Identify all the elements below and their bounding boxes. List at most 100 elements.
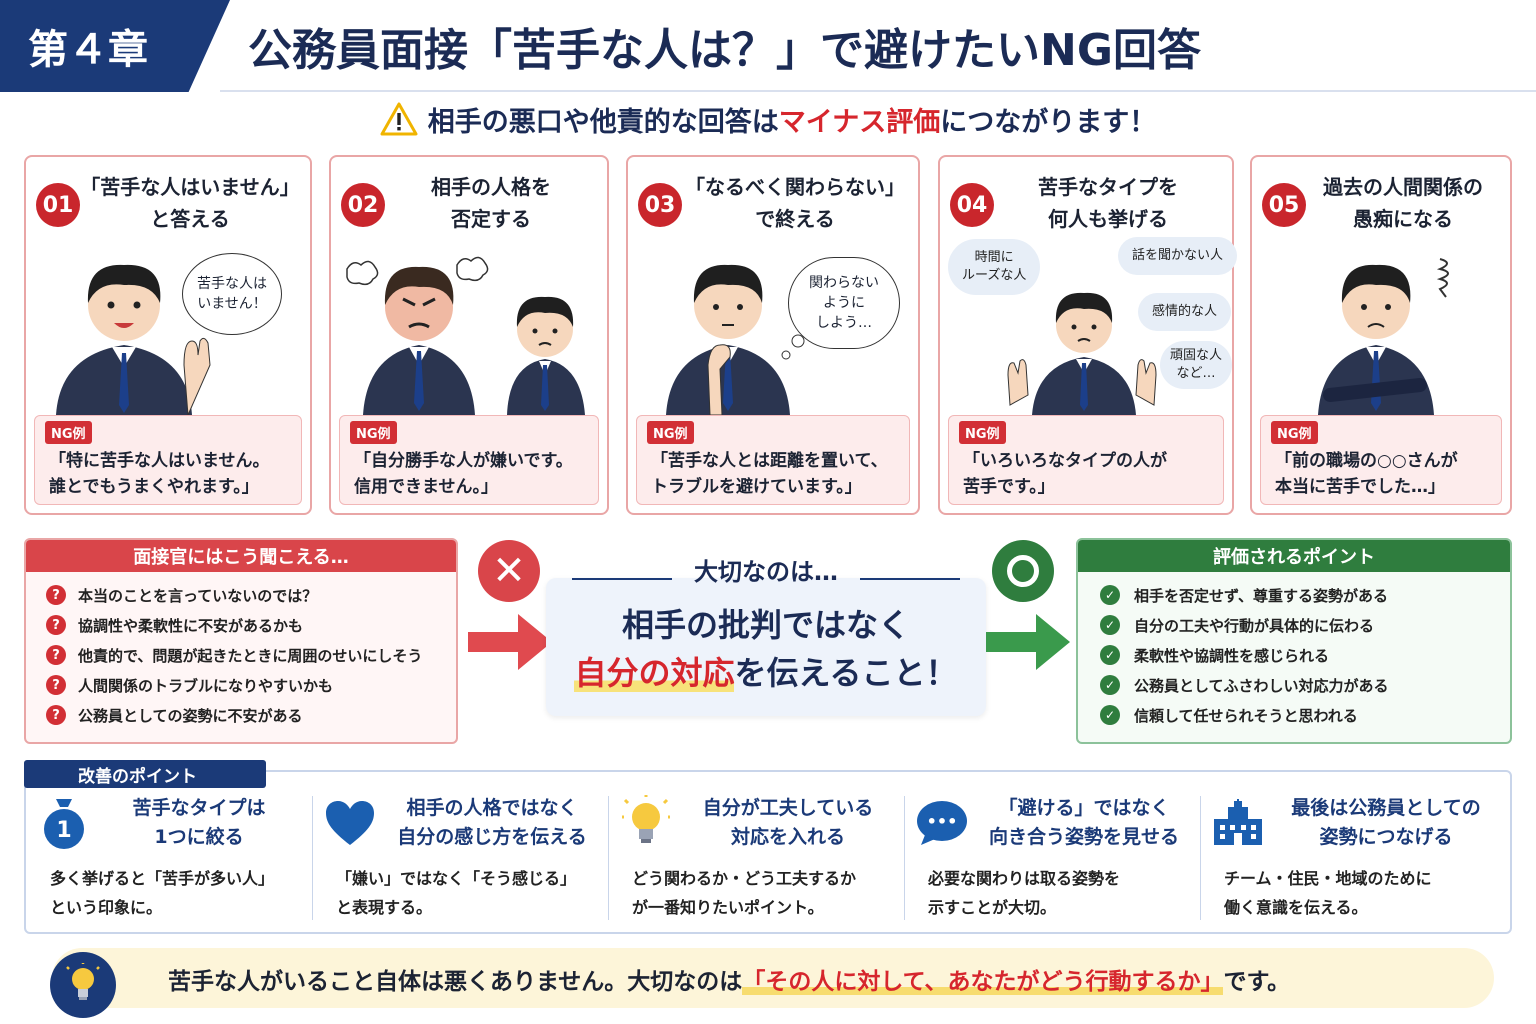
example-line: 「特に苦手な人はいません。 — [49, 451, 270, 471]
desc-line: 働く意識を伝える。 — [1224, 898, 1368, 917]
bubble-text: ように — [823, 295, 865, 311]
desc-line: どう関わるか・どう工夫するか — [632, 869, 857, 888]
example-line: 「自分勝手な人が嫌いです。 — [354, 451, 573, 471]
desc-line: 多く挙げると「苦手が多い人」 — [50, 869, 275, 888]
divider — [608, 796, 609, 920]
speech-bubble-icon: ••• — [912, 793, 972, 853]
listing-person-illustration: 時間にルーズな人 話を聞かない人 感情的な人 頑固な人など… — [948, 237, 1238, 415]
title-line: 自分が工夫している — [702, 797, 874, 819]
ng-example: NG例 「前の職場の○○さんが本当に苦手でした…」 — [1260, 415, 1502, 505]
improvement-desc: どう関わるか・どう工夫するかが一番知りたいポイント。 — [632, 864, 856, 922]
card-number: 04 — [950, 183, 994, 227]
complaining-person-illustration — [1260, 245, 1502, 415]
panel-title: 面接官にはこう聞こえる… — [26, 540, 456, 572]
ng-badge: NG例 — [959, 421, 1006, 444]
card-number: 02 — [341, 183, 385, 227]
arrow-right-green-icon — [986, 614, 1070, 670]
improvement-desc: チーム・住民・地域のために働く意識を伝える。 — [1224, 864, 1432, 922]
item-text: 相手を否定せず、尊重する姿勢がある — [1134, 586, 1388, 605]
check-icon: ✓ — [1100, 585, 1120, 605]
question-icon: ? — [46, 675, 66, 695]
page-title: 公務員面接「苦手な人は？」で避けたいNG回答 — [248, 25, 1201, 76]
list-item: ? 他責的で、問題が起きたときに周囲のせいにしそう — [46, 640, 456, 670]
lightbulb-icon — [50, 952, 116, 1018]
thought-bubble: 関わらないようにしよう… — [788, 257, 900, 349]
ng-badge: NG例 — [45, 421, 92, 444]
key-message-line1: 相手の批判ではなく — [621, 606, 910, 644]
ng-example: NG例 「苦手な人とは距離を置いて、トラブルを避けています。」 — [636, 415, 910, 505]
interviewer-perception-panel: 面接官にはこう聞こえる… ?本当のことを言っていないのでは？ ?協調性や柔軟性に… — [24, 538, 458, 744]
improvement-desc: 必要な関わりは取る姿勢を示すことが大切。 — [928, 864, 1120, 922]
conclusion-highlight: 「その人に対して、あなたがどう行動するか」 — [742, 969, 1224, 995]
list-item: ?本当のことを言っていないのでは？ — [46, 580, 456, 610]
divider — [1200, 796, 1201, 920]
card-title: 「苦手な人はいません」と答える — [80, 171, 300, 235]
key-message-highlight: 自分の対応 — [574, 654, 735, 692]
thinking-person-illustration: 関わらないようにしよう… — [636, 245, 910, 416]
key-message-rest: を伝えること！ — [734, 654, 958, 692]
bubble-text: しよう… — [816, 315, 872, 331]
cloud-text: 頑固な人 — [1170, 348, 1223, 363]
card-title: 過去の人間関係の愚痴になる — [1306, 171, 1500, 235]
desc-line: 「嫌い」ではなく「そう感じる」 — [336, 869, 577, 888]
question-icon: ? — [46, 645, 66, 665]
title-line: 1つに絞る — [154, 826, 244, 848]
bubble-dots: ••• — [927, 812, 958, 831]
card-title: 苦手なタイプを何人も挙げる — [994, 171, 1222, 235]
item-text: 柔軟性や協調性を感じられる — [1134, 646, 1330, 665]
card-title: 「なるべく関わらない」で終える — [682, 171, 908, 235]
ng-example: NG例 「いろいろなタイプの人が苦手です。」 — [948, 415, 1224, 505]
example-line: 信用できません。」 — [354, 477, 498, 497]
bag-number: 1 — [56, 818, 71, 843]
thought-cloud: 感情的な人 — [1138, 293, 1232, 331]
key-message-line2: 自分の対応を伝えること！ — [546, 648, 986, 694]
ng-card-2: 02 相手の人格を否定する NG例 「自分勝手な人が嫌いです。信用できません。」 — [329, 155, 609, 515]
check-icon: ✓ — [1100, 645, 1120, 665]
chapter-tag: 第４章 — [0, 0, 230, 92]
card-title-line: と答える — [150, 207, 230, 231]
key-message-panel — [546, 578, 986, 716]
evaluation-list: ✓相手を否定せず、尊重する姿勢がある ✓自分の工夫や行動が具体的に伝わる ✓柔軟… — [1078, 572, 1510, 730]
desc-line: チーム・住民・地域のために — [1224, 869, 1432, 888]
list-item: ?人間関係のトラブルになりやすいかも — [46, 670, 456, 700]
divider — [904, 796, 905, 920]
warning-highlight: マイナス評価 — [778, 107, 941, 138]
conclusion-before: 苦手な人がいること自体は悪くありません。大切なのは — [168, 969, 743, 995]
title-line: 相手の人格ではなく — [406, 797, 578, 819]
desc-line: という印象に。 — [50, 898, 163, 917]
ng-badge: NG例 — [350, 421, 397, 444]
warning-text-before: 相手の悪口や他責的な回答は — [427, 107, 779, 138]
chapter-label: 第４章 — [28, 27, 148, 73]
list-item: ✓ 相手を否定せず、尊重する姿勢がある — [1100, 580, 1510, 610]
improvement-item-2: 相手の人格ではなく自分の感じ方を伝える 「嫌い」ではなく「そう感じる」と表現する… — [320, 790, 604, 930]
item-text: 他責的で、問題が起きたときに周囲のせいにしそう — [78, 646, 423, 665]
example-line: 「前の職場の○○さんが — [1275, 451, 1458, 471]
improvement-desc: 「嫌い」ではなく「そう感じる」と表現する。 — [336, 864, 576, 922]
circle-ok-icon — [992, 540, 1054, 602]
card-title-line: 過去の人間関係の — [1323, 175, 1483, 199]
warning-icon — [380, 102, 418, 136]
card-title-line: 「苦手な人はいません」 — [80, 175, 300, 199]
item-text: 公務員としてふさわしい対応力がある — [1134, 676, 1389, 695]
bubble-text: 関わらない — [809, 275, 879, 291]
card-number: 03 — [638, 183, 682, 227]
title-line: 姿勢につなげる — [1319, 826, 1453, 848]
angry-person-illustration — [339, 245, 599, 415]
check-icon: ✓ — [1100, 675, 1120, 695]
panel-title: 評価されるポイント — [1078, 540, 1510, 572]
improvement-item-3: 自分が工夫している対応を入れる どう関わるか・どう工夫するかが一番知りたいポイン… — [616, 790, 900, 930]
title-divider — [220, 90, 1536, 92]
improvement-item-4: ••• 「避ける」ではなく向き合う姿勢を見せる 必要な関わりは取る姿勢を示すこと… — [912, 790, 1196, 930]
title-line: 「避ける」ではなく — [998, 797, 1170, 819]
improvement-title: 自分が工夫している対応を入れる — [676, 794, 900, 852]
ng-card-1: 01 「苦手な人はいません」と答える 苦手な人はいません！ NG例 「特に苦手な… — [24, 155, 312, 515]
ng-card-5: 05 過去の人間関係の愚痴になる NG例 「前の職場の○○さんが本当に苦手でした… — [1250, 155, 1512, 515]
card-title-line: 相手の人格を — [431, 175, 551, 199]
confident-person-illustration: 苦手な人はいません！ — [34, 245, 302, 416]
lightbulb-icon — [616, 793, 676, 853]
conclusion-after: です。 — [1223, 969, 1291, 995]
question-icon: ? — [46, 705, 66, 725]
card-title-line: で終える — [755, 207, 835, 231]
